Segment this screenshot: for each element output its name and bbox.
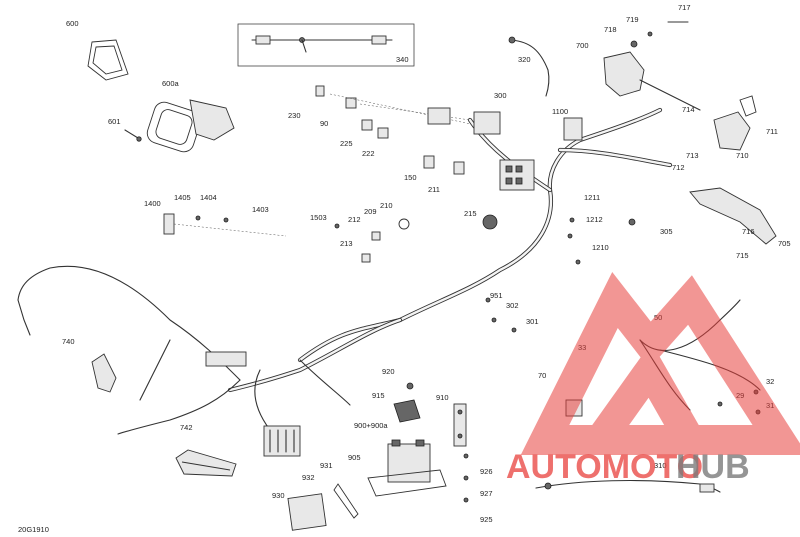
watermark-logo-mark	[520, 272, 800, 455]
label-931: 931	[320, 461, 333, 470]
inset-label: 340	[396, 55, 409, 64]
inset-box: 340	[237, 23, 415, 67]
label-716: 716	[742, 227, 755, 236]
label-705: 705	[778, 239, 791, 248]
battery-tray-905	[367, 469, 447, 497]
diagram-code: 20G1910	[18, 525, 49, 534]
watermark-word-red: AUTOMOTO	[506, 448, 703, 486]
module-700	[603, 51, 701, 111]
label-715: 715	[736, 251, 749, 260]
label-225: 225	[340, 139, 353, 148]
label-930: 930	[272, 491, 285, 500]
label-926: 926	[480, 467, 493, 476]
label-150: 150	[404, 173, 417, 182]
label-932: 932	[302, 473, 315, 482]
gauge-bezel-600a	[146, 99, 235, 153]
label-1211: 1211	[584, 193, 600, 202]
label-713: 713	[686, 151, 699, 160]
grommet-215	[482, 214, 498, 230]
lamp-742	[175, 449, 237, 477]
bracket-710	[713, 95, 757, 151]
label-600a: 600a	[162, 79, 180, 88]
label-212: 212	[348, 215, 361, 224]
relay-block-300	[427, 107, 583, 141]
label-905: 905	[348, 453, 361, 462]
label-920: 920	[382, 367, 395, 376]
label-300: 300	[494, 91, 507, 100]
watermark-word-gray: HUB	[676, 448, 750, 486]
label-717: 717	[678, 3, 691, 12]
label-222: 222	[362, 149, 375, 158]
label-305: 305	[660, 227, 673, 236]
screw-601	[124, 129, 142, 142]
label-90: 90	[320, 119, 328, 128]
label-211: 211	[428, 185, 440, 194]
label-951: 951	[490, 291, 503, 300]
switch-210	[334, 218, 410, 263]
label-742: 742	[180, 423, 193, 432]
cable-310	[535, 479, 721, 493]
label-70: 70	[538, 371, 546, 380]
label-230: 230	[288, 111, 301, 120]
label-320: 320	[518, 55, 531, 64]
harness-junction-box	[499, 159, 535, 191]
label-310: 310	[654, 461, 667, 470]
label-1404: 1404	[200, 193, 217, 202]
label-209: 209	[364, 207, 377, 216]
label-711: 711	[766, 127, 778, 136]
label-714: 714	[682, 105, 695, 114]
label-1100: 1100	[552, 107, 568, 116]
clamp-915	[393, 382, 421, 423]
label-1212: 1212	[586, 215, 603, 224]
label-712: 712	[672, 163, 685, 172]
label-915: 915	[372, 391, 385, 400]
lamp-740	[91, 353, 117, 393]
label-740: 740	[62, 337, 75, 346]
label-719: 719	[626, 15, 639, 24]
fasteners-925	[463, 453, 469, 503]
fasteners-302	[485, 297, 517, 333]
label-1503: 1503	[310, 213, 327, 222]
label-927: 927	[480, 489, 493, 498]
sensor-320	[508, 36, 550, 97]
plate-930	[287, 483, 359, 531]
bracket-1400	[163, 213, 287, 237]
part-labels: 600 600a 601 230 90 225 222 300 320 1100…	[18, 3, 791, 534]
label-700: 700	[576, 41, 589, 50]
battery-900	[387, 439, 431, 483]
label-32: 32	[766, 377, 774, 386]
holddown-910	[453, 403, 467, 447]
label-710: 710	[736, 151, 749, 160]
label-600: 600	[66, 19, 79, 28]
label-1210: 1210	[592, 243, 609, 252]
watermark: AUTOMOTO HUB	[506, 272, 800, 486]
gauge-cluster-600	[87, 39, 129, 81]
harness-lower-cluster	[205, 351, 301, 457]
fasteners-1210	[567, 217, 636, 265]
label-900: 900+900a	[354, 421, 388, 430]
label-213: 213	[340, 239, 353, 248]
label-718: 718	[604, 25, 617, 34]
connector-group-upper	[315, 85, 481, 175]
label-1400: 1400	[144, 199, 161, 208]
label-210: 210	[380, 201, 393, 210]
label-1403: 1403	[252, 205, 269, 214]
label-601: 601	[108, 117, 121, 126]
label-301: 301	[526, 317, 539, 326]
fastener-717	[630, 21, 689, 48]
label-215: 215	[464, 209, 477, 218]
label-1405: 1405	[174, 193, 191, 202]
label-910: 910	[436, 393, 449, 402]
label-302: 302	[506, 301, 519, 310]
label-925: 925	[480, 515, 493, 524]
plate-705	[689, 187, 777, 245]
